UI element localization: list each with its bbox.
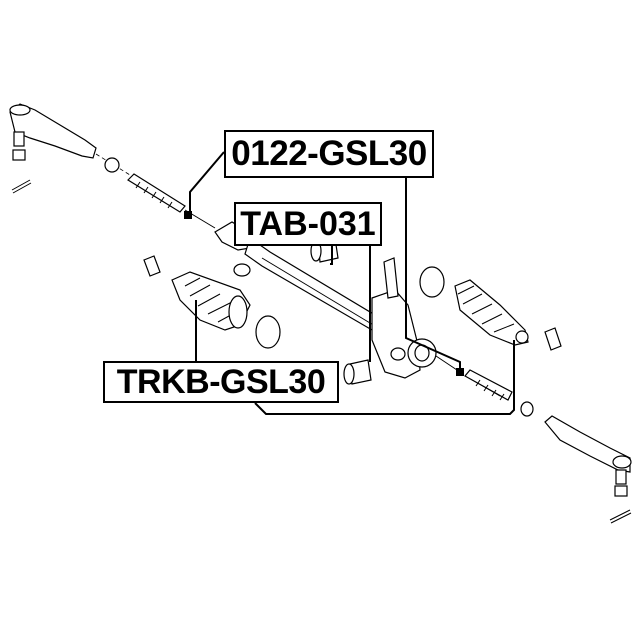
right-inner-tie-rod — [464, 369, 513, 401]
left-tie-rod-end — [9, 103, 131, 194]
right-tie-rod-marker — [456, 368, 464, 376]
left-tie-rod-marker — [184, 211, 192, 219]
left-lock-nut — [104, 157, 120, 173]
right-lock-nut — [520, 401, 534, 417]
part-label-rack-bushing: TAB-031 — [234, 202, 382, 246]
part-label-boot-kit: TRKB-GSL30 — [103, 361, 339, 403]
right-small-clamp — [544, 327, 562, 351]
left-boot — [171, 271, 251, 331]
rack-housing — [214, 221, 501, 397]
leader-boot-right — [254, 340, 515, 415]
leader-bushing-upper — [330, 246, 333, 265]
left-inner-tie-rod — [127, 173, 216, 229]
right-tie-rod-end — [544, 415, 632, 524]
right-large-clamp — [419, 266, 445, 298]
leader-tie-rod-left — [189, 151, 225, 212]
lower-bushing — [343, 359, 372, 385]
right-boot — [454, 279, 529, 346]
leader-tie-rod-right — [405, 178, 461, 369]
part-label-tie-rod: 0122-GSL30 — [224, 130, 434, 178]
left-large-clamp — [255, 315, 281, 349]
left-small-clamp — [143, 255, 161, 277]
